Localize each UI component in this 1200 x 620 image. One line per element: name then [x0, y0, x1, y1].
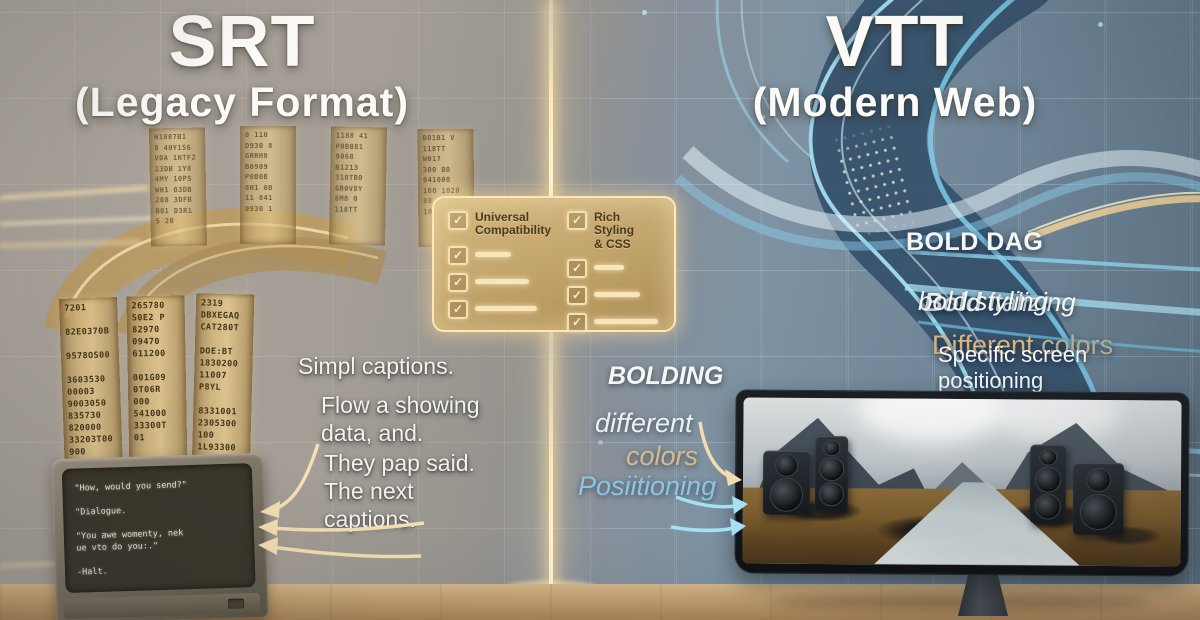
feature-card: ✓ Universal Compatibility ✓ ✓ ✓ ✓ Rich S…	[432, 196, 676, 333]
bold-dag-heading: BOLD DAG	[906, 228, 1043, 257]
card-column-right: ✓ Rich Styling & CSS ✓ ✓ ✓	[567, 210, 660, 333]
monitor-shadow	[770, 594, 1150, 610]
checkbox-icon: ✓	[448, 211, 468, 230]
vtt-subtitle: (Modern Web)	[695, 82, 1095, 123]
grid-dot	[1098, 22, 1103, 27]
card-column-left: ✓ Universal Compatibility ✓ ✓ ✓	[448, 210, 551, 319]
placeholder-line	[475, 278, 529, 284]
placeholder-line	[594, 292, 641, 298]
bold-italizing-line: Bold italizing	[924, 256, 1076, 318]
placeholder-line	[475, 251, 511, 257]
checkbox-icon: ✓	[567, 286, 588, 306]
srt-title: SRT	[62, 6, 422, 78]
placeholder-line	[594, 265, 625, 271]
vtt-title: VTT	[710, 6, 1080, 78]
placeholder-line	[475, 305, 537, 311]
bold-styling-line: bold styling	[918, 286, 1048, 317]
srt-subtitle: (Legacy Format)	[32, 82, 452, 123]
bolding-label: BOLDING	[608, 362, 723, 391]
grid-dot	[642, 10, 647, 15]
different-label: different	[595, 408, 693, 439]
checkbox-icon: ✓	[567, 313, 588, 333]
grid-dot	[598, 440, 603, 445]
caption-simple: Simpl captions.	[298, 352, 454, 380]
caption-flow: Flow a showing data, and.	[321, 391, 480, 447]
colors-label: colors	[626, 441, 698, 472]
checkbox-icon: ✓	[448, 272, 468, 292]
colors-word: colors	[1034, 330, 1113, 360]
italizing-word: italizing	[982, 287, 1076, 317]
different-colors-line: Different colors	[932, 312, 1113, 361]
center-divider	[549, 332, 553, 590]
placeholder-line	[594, 319, 659, 325]
film-strip-top: 0 110 D930 8 GRRH8 B0909 P0B0B 8H1 0B 11…	[240, 126, 296, 244]
screen-positioning-line: Specific screen positioning	[938, 342, 1087, 394]
checkbox-icon: ✓	[448, 245, 468, 265]
checkbox-icon: ✓	[567, 259, 588, 279]
center-divider	[549, 0, 553, 198]
checkbox-icon: ✓	[567, 211, 588, 230]
bold-word: Bold	[924, 287, 982, 317]
checkbox-icon: ✓	[448, 299, 468, 319]
rich-styling-label: Rich Styling & CSS	[594, 210, 660, 251]
universal-compatibility-label: Universal Compatibility	[475, 210, 551, 238]
different-word: Different	[932, 330, 1034, 360]
